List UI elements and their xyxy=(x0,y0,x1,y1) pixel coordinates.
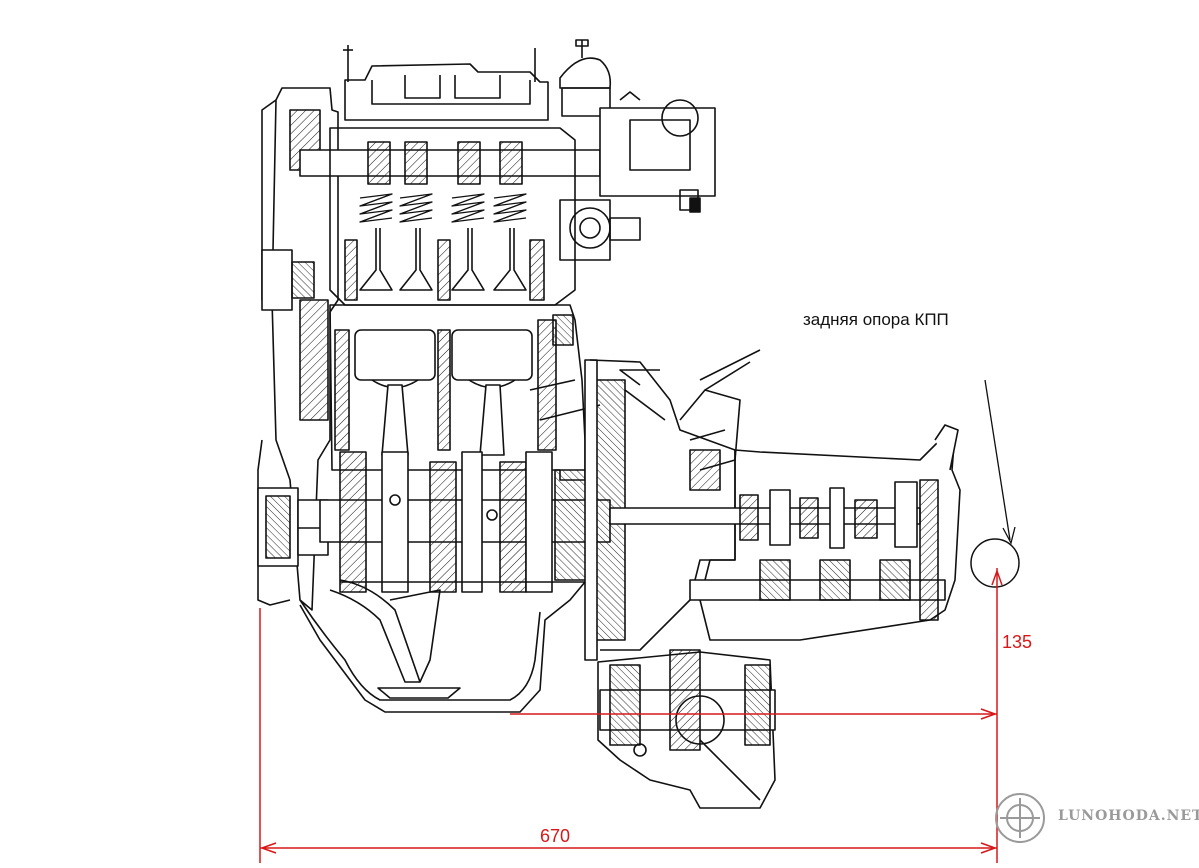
distributor xyxy=(559,39,612,117)
oil-pickup xyxy=(329,579,421,683)
valve-cover xyxy=(344,63,549,121)
oil-filter-housing xyxy=(559,199,641,261)
clutch-cable xyxy=(679,349,761,491)
rear-mount-circle xyxy=(970,538,1020,588)
watermark-emblem-icon xyxy=(995,793,1045,843)
differential xyxy=(597,649,776,809)
callout-arrow xyxy=(984,379,1016,545)
water-pump xyxy=(261,249,315,311)
dimension-vertical: 135 xyxy=(1002,632,1033,652)
thermostat-housing xyxy=(599,91,716,213)
watermark-text: LUNOHODA.NET xyxy=(1058,808,1199,824)
camshaft xyxy=(299,149,601,177)
crankshaft xyxy=(319,451,611,593)
valves xyxy=(359,228,527,291)
oil-pan xyxy=(299,581,586,713)
cylinder-head xyxy=(329,127,576,306)
gears xyxy=(739,479,939,621)
pistons xyxy=(354,329,533,389)
dimension-horizontal: 670 xyxy=(540,826,571,846)
front-cover xyxy=(271,87,339,611)
valve-springs xyxy=(359,193,527,223)
callout-label-rear-gearbox-mount: задняя опора КПП xyxy=(803,310,949,329)
connecting-rods xyxy=(381,379,601,456)
